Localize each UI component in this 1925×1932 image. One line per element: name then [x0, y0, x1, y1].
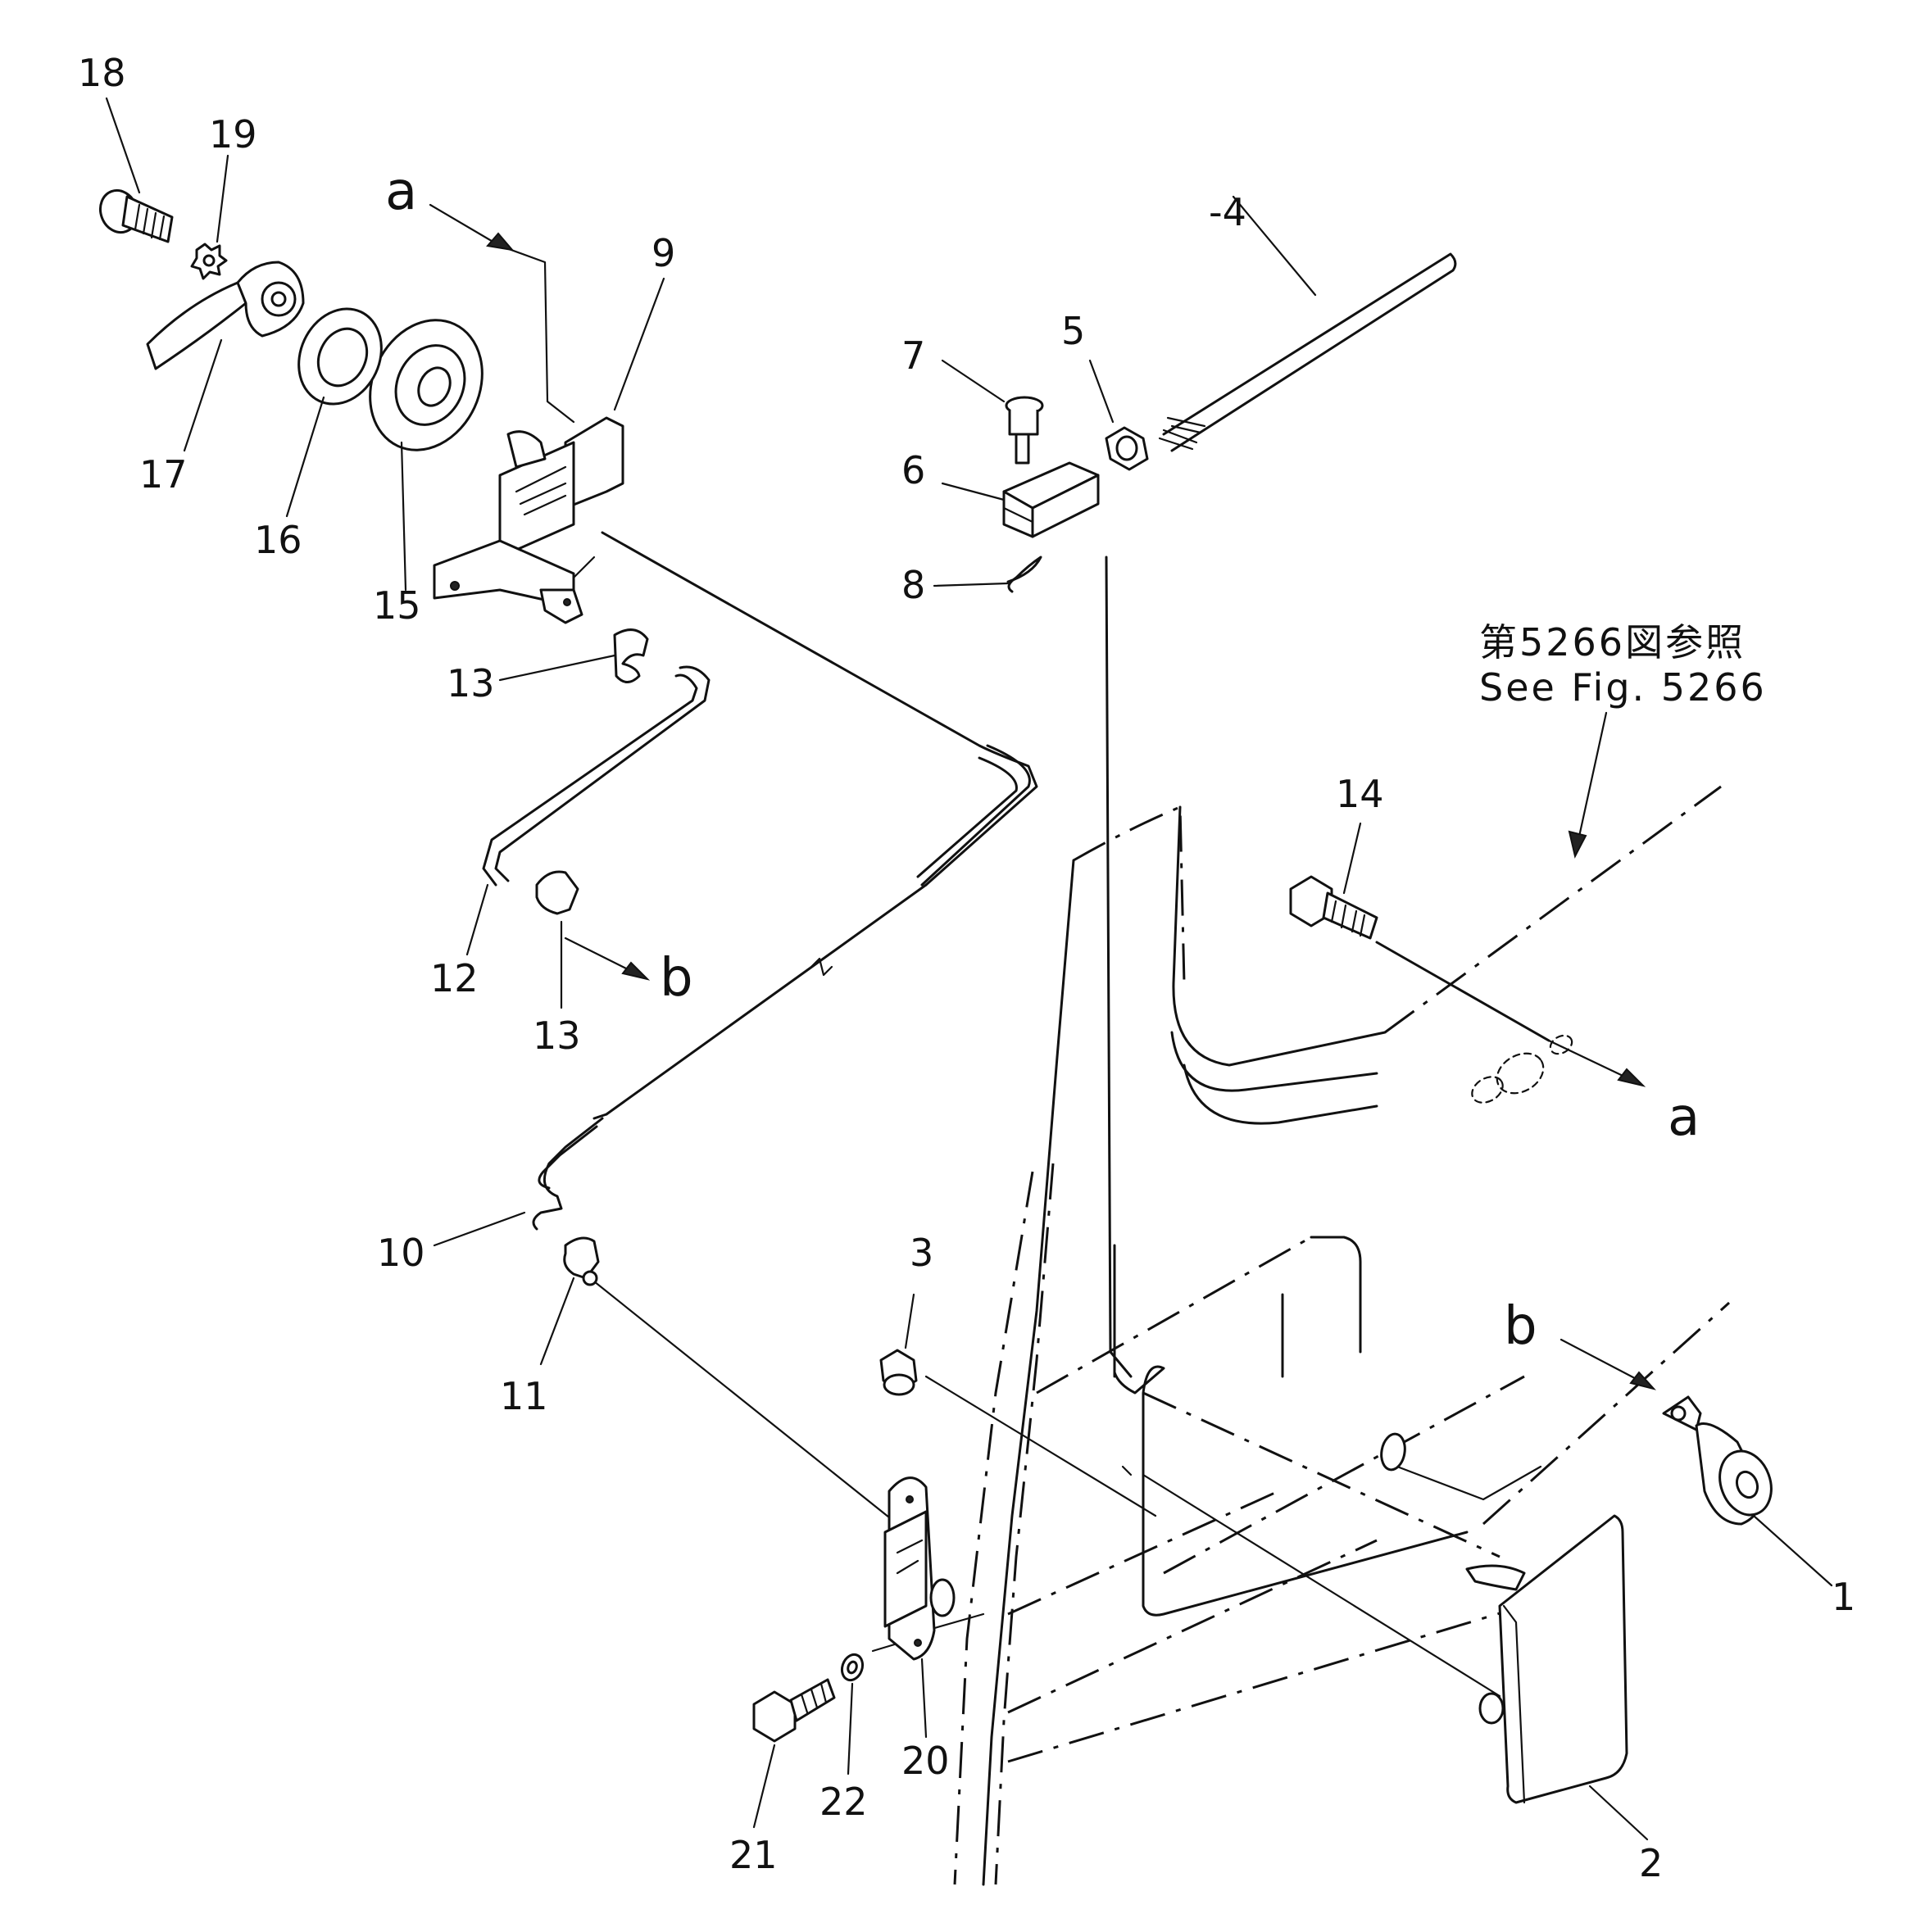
washer-part-22 [840, 1653, 865, 1776]
label-13a: 13 [447, 661, 495, 705]
bolt-part-14 [1289, 822, 1378, 940]
rod-part-4 [1158, 195, 1457, 452]
label-2: 2 [1639, 1841, 1663, 1885]
washer-part-19 [190, 154, 229, 280]
nut-part-3 [879, 1293, 918, 1396]
label-7: 7 [901, 333, 925, 378]
label-22: 22 [819, 1780, 868, 1824]
figure-reference-note: 第5266図参照 See Fig. 5266 [1479, 620, 1767, 710]
knob-part-1 [1662, 1395, 1833, 1587]
rod-part-10 [433, 744, 1031, 1247]
clip-part-8 [933, 556, 1042, 593]
handle-part-17 [146, 261, 305, 452]
hole-outline [1471, 1034, 1573, 1104]
screw-part-18 [98, 97, 174, 243]
bolt-part-21 [752, 1678, 836, 1829]
leader-lines [588, 531, 1550, 1698]
label-13b: 13 [533, 1014, 581, 1058]
ref-b-mid: b [660, 948, 693, 1009]
rod-end-b [1380, 1432, 1406, 1472]
label-12: 12 [430, 956, 479, 1000]
label-14: 14 [1336, 772, 1384, 816]
label-10: 10 [377, 1231, 425, 1275]
label-9: 9 [652, 231, 675, 275]
label-17: 17 [139, 452, 188, 497]
label-3: 3 [910, 1231, 933, 1275]
label-11: 11 [500, 1374, 548, 1418]
label-4: -4 [1209, 190, 1246, 234]
label-6: 6 [901, 448, 925, 492]
label-1: 1 [1832, 1575, 1855, 1619]
clip-part-13-lower [535, 870, 579, 1009]
lock-part-9 [433, 277, 665, 624]
label-18: 18 [78, 51, 126, 95]
grommet-part-15 [369, 319, 484, 592]
pin-part-7 [941, 359, 1044, 465]
label-21: 21 [729, 1833, 778, 1877]
note-en: See Fig. 5266 [1479, 665, 1767, 710]
ref-labels: a a b b [385, 161, 1700, 1357]
clip-part-11 [539, 1236, 600, 1366]
ref-a-top: a [385, 161, 417, 222]
part-labels: 1 2 3 -4 5 6 7 8 9 10 11 12 13 13 14 15 … [78, 51, 1855, 1885]
rod-part-12 [465, 665, 711, 956]
plate-part-2 [1465, 1514, 1649, 1841]
ref-arrows [429, 203, 1656, 1390]
note-jp: 第5266図参照 [1479, 620, 1746, 664]
washer-part-16 [285, 307, 383, 518]
nut-part-5 [1088, 359, 1149, 471]
clip-part-13-upper [498, 628, 649, 683]
striker-part-20 [883, 1476, 956, 1739]
label-20: 20 [901, 1739, 950, 1783]
ref-a-right: a [1668, 1087, 1700, 1148]
label-19: 19 [209, 112, 257, 156]
ref-b-right: b [1504, 1296, 1537, 1357]
block-part-6 [941, 461, 1100, 538]
label-5: 5 [1061, 309, 1085, 353]
label-15: 15 [373, 583, 421, 628]
label-16: 16 [254, 518, 302, 562]
label-8: 8 [901, 563, 925, 607]
